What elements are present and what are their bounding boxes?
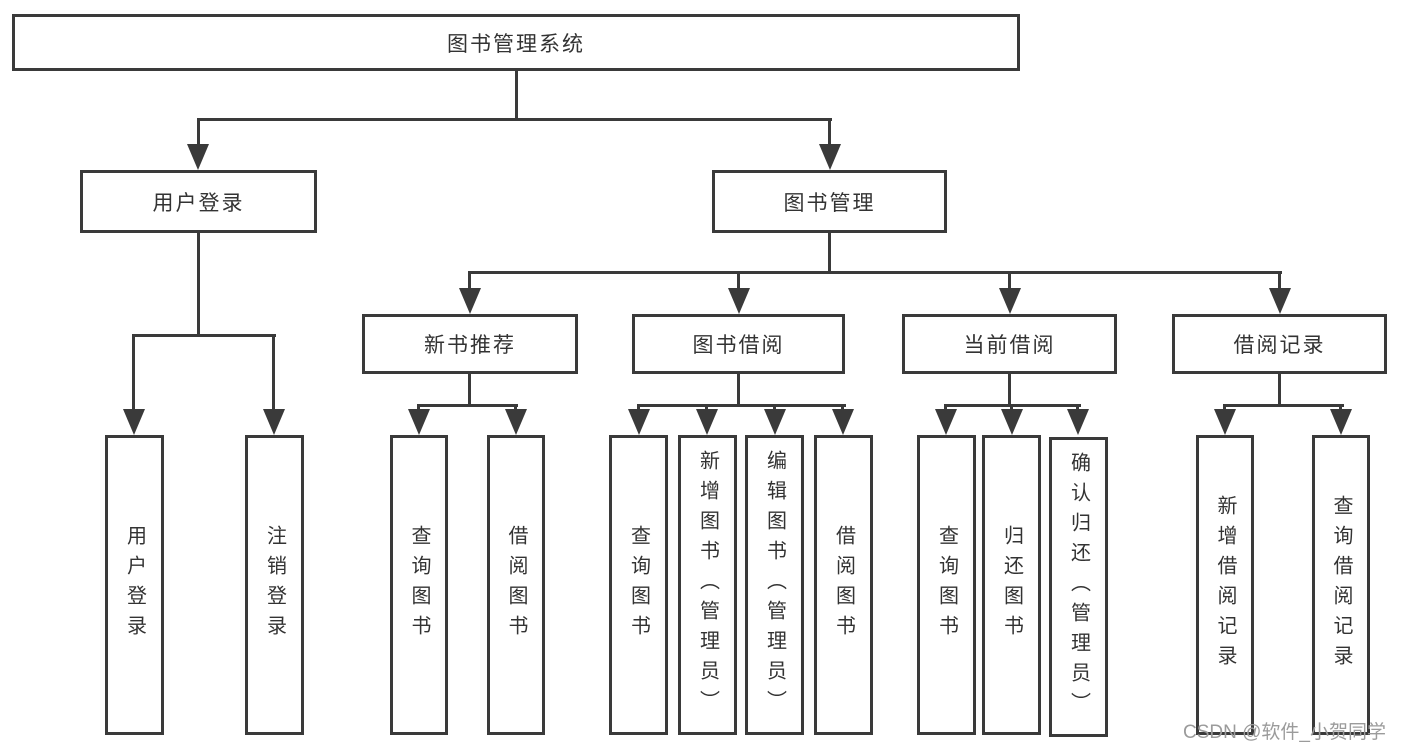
arrow-into-user-login	[187, 144, 209, 170]
leaf-records-query: 查询借阅记录	[1312, 435, 1370, 735]
leaf-user-login: 用户登录	[105, 435, 164, 735]
leaf-logout: 注销登录	[245, 435, 304, 735]
node-book-mgmt: 图书管理	[712, 170, 947, 233]
edge-borrowrecords-drop-2	[1339, 404, 1342, 412]
edge-bookborrow-drop-2	[705, 404, 708, 412]
node-current-borrow-label: 当前借阅	[963, 334, 1056, 357]
edge-borrowrecords-drop-1	[1223, 404, 1226, 412]
leaf-currentborrow-query: 查询图书	[917, 435, 976, 735]
node-root-label: 图书管理系统	[447, 32, 585, 56]
arrow-into-current-borrow	[999, 288, 1021, 314]
leaf-newbooks-borrow: 借阅图书	[487, 435, 545, 735]
edge-root-bus	[197, 118, 832, 121]
edge-root-stub	[515, 71, 518, 121]
arrow-into-cb-return	[1001, 409, 1023, 435]
arrow-into-bb-add	[696, 409, 718, 435]
node-book-borrow: 图书借阅	[632, 314, 845, 374]
edge-root-drop-left	[197, 118, 200, 148]
edge-borrowrecords-stub	[1278, 374, 1281, 407]
leaf-bookborrow-edit: 编辑图书（管理员）	[745, 435, 804, 735]
arrow-into-nb-query	[408, 409, 430, 435]
edge-bookborrow-bus	[637, 404, 846, 407]
arrow-into-login	[123, 409, 145, 435]
leaf-newbooks-query: 查询图书	[390, 435, 448, 735]
leaf-logout-label: 注销登录	[263, 525, 286, 645]
edge-newbooks-drop-2	[514, 404, 517, 412]
leaf-bookborrow-query: 查询图书	[609, 435, 668, 735]
arrow-into-book-mgmt	[819, 144, 841, 170]
leaf-records-query-label: 查询借阅记录	[1330, 495, 1352, 675]
node-user-login-label: 用户登录	[152, 191, 245, 215]
edge-newbooks-stub	[468, 374, 471, 407]
leaf-bookborrow-edit-label: 编辑图书（管理员）	[763, 450, 786, 720]
arrow-into-bb-borrow	[832, 409, 854, 435]
edge-newbooks-drop-1	[417, 404, 420, 412]
node-borrow-records: 借阅记录	[1172, 314, 1387, 374]
leaf-currentborrow-return-label: 归还图书	[1000, 525, 1023, 645]
arrow-into-new-books	[459, 288, 481, 314]
edge-bookmgmt-drop-3	[1008, 271, 1011, 291]
arrow-into-logout	[263, 409, 285, 435]
edge-newbooks-bus	[417, 404, 518, 407]
edge-root-drop-right	[828, 118, 831, 148]
node-book-mgmt-label: 图书管理	[783, 191, 876, 215]
arrow-into-bb-query	[628, 409, 650, 435]
leaf-records-add: 新增借阅记录	[1196, 435, 1254, 735]
edge-userlogin-bus	[132, 334, 276, 337]
edge-userlogin-drop-1	[132, 334, 135, 411]
edge-userlogin-stub	[197, 233, 200, 337]
edge-bookborrow-drop-1	[637, 404, 640, 412]
edge-bookmgmt-stub	[828, 233, 831, 274]
edge-bookborrow-drop-4	[841, 404, 844, 412]
edge-currentborrow-drop-3	[1076, 404, 1079, 412]
leaf-bookborrow-borrow: 借阅图书	[814, 435, 873, 735]
arrow-into-cb-query	[935, 409, 957, 435]
edge-currentborrow-drop-2	[1010, 404, 1013, 412]
edge-bookmgmt-drop-1	[468, 271, 471, 291]
leaf-currentborrow-confirm-label: 确认归还（管理员）	[1067, 452, 1090, 722]
leaf-newbooks-borrow-label: 借阅图书	[505, 525, 527, 645]
edge-bookborrow-drop-3	[773, 404, 776, 412]
node-current-borrow: 当前借阅	[902, 314, 1117, 374]
arrow-into-br-query	[1330, 409, 1352, 435]
arrow-into-borrow-records	[1269, 288, 1291, 314]
node-borrow-records-label: 借阅记录	[1233, 334, 1326, 357]
csdn-watermark: CSDN @软件_小贺同学	[1183, 722, 1386, 743]
node-book-borrow-label: 图书借阅	[692, 334, 785, 357]
leaf-bookborrow-add-label: 新增图书（管理员）	[696, 450, 719, 720]
leaf-bookborrow-borrow-label: 借阅图书	[832, 525, 855, 645]
leaf-bookborrow-add: 新增图书（管理员）	[678, 435, 737, 735]
arrow-into-nb-borrow	[505, 409, 527, 435]
leaf-newbooks-query-label: 查询图书	[408, 525, 430, 645]
edge-userlogin-drop-2	[272, 334, 275, 411]
edge-bookborrow-stub	[737, 374, 740, 407]
leaf-currentborrow-confirm: 确认归还（管理员）	[1049, 437, 1108, 737]
arrow-into-bb-edit	[764, 409, 786, 435]
leaf-currentborrow-return: 归还图书	[982, 435, 1041, 735]
leaf-records-add-label: 新增借阅记录	[1214, 495, 1236, 675]
arrow-into-cb-confirm	[1067, 409, 1089, 435]
node-root: 图书管理系统	[12, 14, 1020, 71]
node-user-login: 用户登录	[80, 170, 317, 233]
edge-currentborrow-drop-1	[944, 404, 947, 412]
edge-currentborrow-stub	[1008, 374, 1011, 407]
edge-bookmgmt-drop-2	[737, 271, 740, 291]
node-new-books: 新书推荐	[362, 314, 578, 374]
edge-borrowrecords-bus	[1223, 404, 1344, 407]
edge-bookmgmt-drop-4	[1278, 271, 1281, 291]
edge-bookmgmt-bus	[468, 271, 1282, 274]
arrow-into-book-borrow	[728, 288, 750, 314]
leaf-user-login-label: 用户登录	[123, 525, 146, 645]
node-new-books-label: 新书推荐	[424, 334, 516, 357]
arrow-into-br-add	[1214, 409, 1236, 435]
leaf-bookborrow-query-label: 查询图书	[627, 525, 650, 645]
leaf-currentborrow-query-label: 查询图书	[935, 525, 958, 645]
